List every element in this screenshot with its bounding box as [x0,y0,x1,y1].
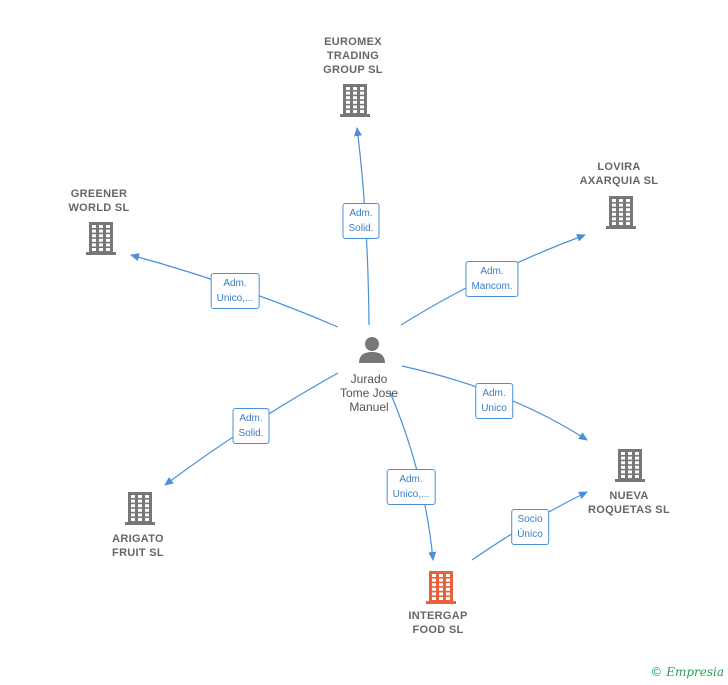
brand-footer: ©Empresia [650,665,724,679]
building-icon[interactable] [615,449,645,482]
company-name-euromex[interactable]: EUROMEX TRADING GROUP SL [323,36,383,76]
brand-name: Empresia [666,665,724,679]
person-icon[interactable] [359,337,385,363]
building-icon[interactable] [426,571,456,604]
person-name[interactable]: Jurado Tome Jose Manuel [339,372,399,414]
relation-label[interactable]: Adm. Solid. [342,203,380,239]
building-icon[interactable] [125,492,155,525]
relation-label[interactable]: Socio Único [511,509,549,545]
building-icon[interactable] [86,222,116,255]
relation-label[interactable]: Adm. Mancom. [465,261,519,297]
copyright-icon: © [650,665,663,679]
relation-label[interactable]: Adm. Solid. [232,408,270,444]
relation-label[interactable]: Adm. Unico,... [210,273,260,309]
relation-label[interactable]: Adm. Unico [475,383,513,419]
company-name-nueva[interactable]: NUEVA ROQUETAS SL [588,490,670,516]
relation-label[interactable]: Adm. Unico,... [386,469,436,505]
company-name-lovira[interactable]: LOVIRA AXARQUIA SL [579,161,659,187]
company-name-intergap[interactable]: INTERGAP FOOD SL [408,610,468,636]
company-name-arigato[interactable]: ARIGATO FRUIT SL [112,533,164,559]
building-icon[interactable] [606,196,636,229]
building-icon[interactable] [340,84,370,117]
company-name-greener[interactable]: GREENER WORLD SL [68,188,130,214]
